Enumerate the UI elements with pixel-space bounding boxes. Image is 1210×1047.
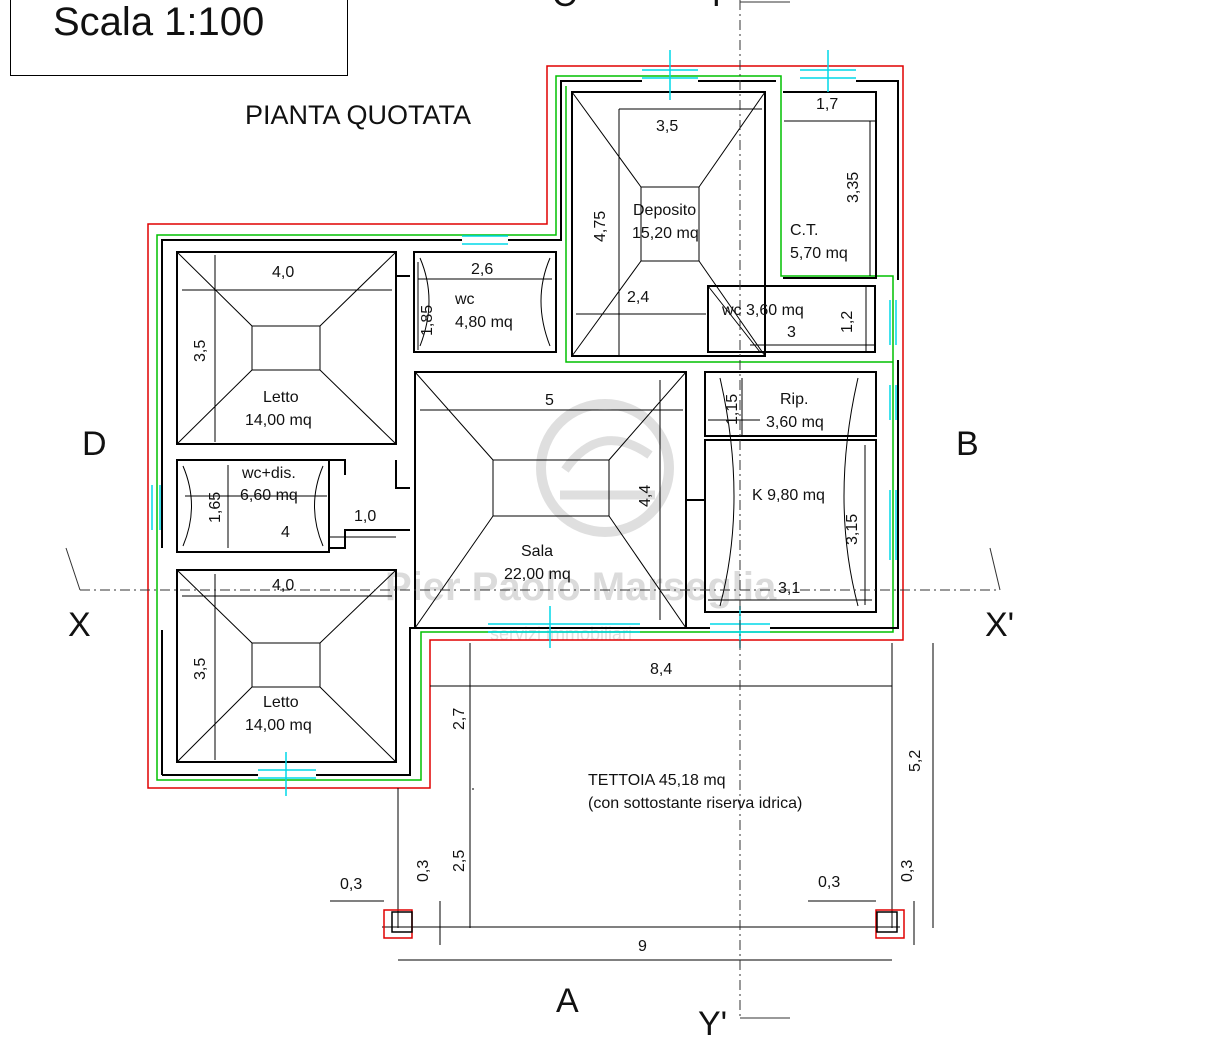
dim-tettoia-h2: 2,5 bbox=[451, 850, 468, 872]
section-markers bbox=[65, 1, 1001, 1019]
outline-red bbox=[147, 65, 904, 789]
room-wc-right-label: wc 3,60 mq bbox=[721, 302, 804, 319]
room-wc-dis-name: wc+dis. bbox=[241, 465, 296, 482]
dim-letto-bottom-h: 3,5 bbox=[192, 658, 209, 680]
room-letto-bottom-area: 14,00 mq bbox=[245, 717, 312, 734]
dim-wc-dis-h: 1,65 bbox=[207, 492, 224, 523]
dim-pillar-left-h: 0,3 bbox=[415, 860, 432, 882]
windows bbox=[151, 50, 897, 796]
dim-ct-w: 1,7 bbox=[816, 96, 838, 113]
pillars bbox=[383, 909, 905, 939]
room-ct-name: C.T. bbox=[790, 222, 818, 239]
room-letto-top-name: Letto bbox=[263, 389, 299, 406]
room-wc-dis-area: 6,60 mq bbox=[240, 487, 298, 504]
room-k-label: K 9,80 mq bbox=[752, 487, 825, 504]
dim-wc-mid-h: 1,85 bbox=[419, 305, 436, 336]
dim-pillar-right-h: 0,3 bbox=[899, 860, 916, 882]
dim-letto-top-h: 3,5 bbox=[192, 340, 209, 362]
plan-title: PIANTA QUOTATA bbox=[245, 100, 472, 130]
axis-y: Y bbox=[705, 0, 728, 14]
room-rip-name: Rip. bbox=[780, 391, 808, 408]
tettoia-name: TETTOIA 45,18 mq bbox=[588, 772, 726, 789]
tettoia-note: (con sottostante riserva idrica) bbox=[588, 795, 802, 812]
axis-x: X bbox=[68, 606, 91, 644]
dim-wc-right-h: 1,2 bbox=[839, 311, 856, 333]
outline-green bbox=[156, 75, 894, 781]
axis-x-prime: X' bbox=[985, 606, 1014, 644]
walls bbox=[161, 80, 899, 776]
section-axes bbox=[80, 0, 1000, 1020]
room-wc-mid-area: 4,80 mq bbox=[455, 314, 513, 331]
dim-wc-right-w: 3 bbox=[787, 324, 796, 341]
dim-wc-dis-w: 4 bbox=[281, 524, 290, 541]
room-rip-area: 3,60 mq bbox=[766, 414, 824, 431]
dim-deposito-inner: 2,4 bbox=[627, 289, 649, 306]
dim-ct-h: 3,35 bbox=[845, 172, 862, 203]
dim-deposito-h: 4,75 bbox=[592, 211, 609, 242]
door-gaps bbox=[399, 440, 412, 458]
dim-tettoia-total-h: 5,2 bbox=[907, 750, 924, 772]
room-deposito-area: 15,20 mq bbox=[632, 225, 699, 242]
dim-tettoia-w: 8,4 bbox=[650, 661, 672, 678]
scale-box: Scala 1:100 bbox=[10, 0, 348, 76]
axis-c: C bbox=[552, 0, 577, 14]
dim-letto-bottom-w: 4,0 bbox=[272, 577, 294, 594]
dim-rip-h: 1,15 bbox=[724, 394, 741, 425]
dim-pillar-right-w: 0,3 bbox=[818, 874, 840, 891]
room-sala-name: Sala bbox=[521, 543, 553, 560]
outline-green-inner bbox=[565, 86, 893, 363]
axis-a: A bbox=[556, 982, 579, 1020]
room-sala-area: 22,00 mq bbox=[504, 566, 571, 583]
axis-b: B bbox=[956, 425, 979, 463]
dim-total-w: 9 bbox=[638, 938, 647, 955]
dim-k-h: 3,15 bbox=[844, 514, 861, 545]
dim-sala-h: 4,4 bbox=[637, 485, 654, 507]
dim-k-w: 3,1 bbox=[778, 580, 800, 597]
watermark-name: Pier Paolo Marseglia bbox=[385, 565, 777, 609]
dim-tettoia-h1: 2,7 bbox=[451, 708, 468, 730]
axis-y-prime: Y' bbox=[698, 1005, 727, 1043]
room-wc-mid-name: wc bbox=[454, 291, 475, 308]
dim-sala-w: 5 bbox=[545, 392, 554, 409]
dim-pillar-left-w: 0,3 bbox=[340, 876, 362, 893]
axis-d: D bbox=[82, 425, 107, 463]
dim-letto-top-w: 4,0 bbox=[272, 264, 294, 281]
room-letto-bottom-name: Letto bbox=[263, 694, 299, 711]
dim-deposito-w: 3,5 bbox=[656, 118, 678, 135]
dim-wc-mid-w: 2,6 bbox=[471, 261, 493, 278]
pillar-right bbox=[875, 909, 905, 939]
dimension-lines bbox=[182, 108, 934, 961]
room-letto-top-area: 14,00 mq bbox=[245, 412, 312, 429]
room-ct-area: 5,70 mq bbox=[790, 245, 848, 262]
scale-label: Scala 1:100 bbox=[53, 0, 265, 44]
dim-corridor: 1,0 bbox=[354, 508, 376, 525]
room-deposito-name: Deposito bbox=[633, 202, 696, 219]
